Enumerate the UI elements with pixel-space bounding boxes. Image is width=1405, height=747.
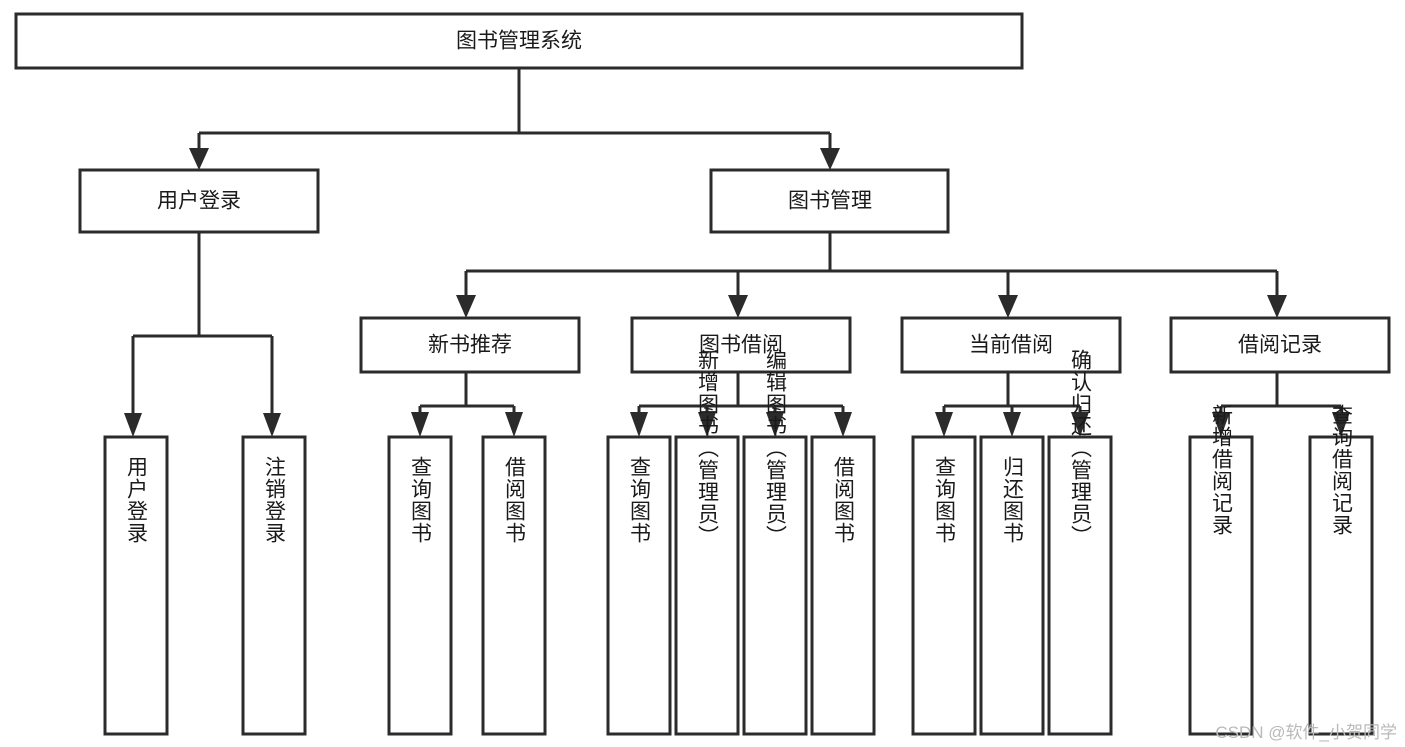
- arrow-head-icon: [728, 295, 748, 318]
- node-leaf[interactable]: 查询图书: [911, 435, 977, 736]
- node-leaf-label: 注销登录: [263, 456, 287, 544]
- node-leaf-label: 借阅图书: [832, 456, 856, 544]
- node-leaf-label: 编辑图书（管理员）: [764, 349, 788, 547]
- node-root-label: 图书管理系统: [456, 30, 582, 53]
- node-user-login[interactable]: 用户登录: [78, 168, 320, 234]
- node-leaf[interactable]: 归还图书: [979, 435, 1045, 736]
- node-root-box[interactable]: [14, 12, 1024, 70]
- node-borrow-record-label: 借阅记录: [1238, 334, 1322, 357]
- node-leaf[interactable]: 新增借阅记录: [1188, 404, 1254, 736]
- arrow-head-icon: [935, 412, 953, 437]
- node-leaf-box[interactable]: [911, 435, 977, 736]
- arrow-head-icon: [124, 413, 142, 437]
- node-leaf-box[interactable]: [1188, 435, 1254, 736]
- node-leaf-box[interactable]: [241, 435, 307, 736]
- node-leaf-box[interactable]: [810, 435, 876, 736]
- node-root[interactable]: 图书管理系统: [14, 12, 1024, 70]
- node-book-borrow-box[interactable]: [630, 316, 852, 374]
- node-leaf-box[interactable]: [742, 435, 808, 736]
- arrow-head-icon: [263, 413, 281, 437]
- arrow-head-icon: [189, 148, 209, 170]
- arrow-head-icon: [698, 412, 716, 437]
- arrow-head-icon: [834, 412, 852, 437]
- node-leaf-box[interactable]: [979, 435, 1045, 736]
- node-user-login-box[interactable]: [78, 168, 320, 234]
- arrow-head-icon: [1212, 412, 1230, 437]
- node-leaf-box[interactable]: [606, 435, 672, 736]
- node-new-book-recommend-box[interactable]: [359, 316, 581, 374]
- node-book-management-box[interactable]: [709, 168, 950, 234]
- node-leaf-box[interactable]: [481, 435, 547, 736]
- node-leaf-label: 借阅图书: [503, 456, 527, 544]
- node-leaf[interactable]: 查询图书: [606, 435, 672, 736]
- node-current-borrow-label: 当前借阅: [969, 334, 1053, 357]
- node-leaf-label: 新增借阅记录: [1210, 404, 1234, 536]
- node-leaf[interactable]: 注销登录: [241, 435, 307, 736]
- node-leaf-label: 查询借阅记录: [1330, 404, 1354, 536]
- node-leaf[interactable]: 新增图书（管理员）: [674, 349, 740, 736]
- arrow-head-icon: [1003, 412, 1021, 437]
- node-new-book-recommend[interactable]: 新书推荐: [359, 316, 581, 374]
- node-leaf[interactable]: 查询借阅记录: [1308, 404, 1374, 736]
- arrow-head-icon: [766, 412, 784, 437]
- node-current-borrow[interactable]: 当前借阅: [900, 316, 1122, 374]
- node-current-borrow-box[interactable]: [900, 316, 1122, 374]
- node-leaf[interactable]: 借阅图书: [481, 435, 547, 736]
- connector-layer: [124, 68, 1350, 437]
- node-book-management-label: 图书管理: [788, 190, 872, 213]
- node-leaf-box[interactable]: [387, 435, 453, 736]
- node-leaf[interactable]: 确认归还（管理员）: [1047, 349, 1113, 736]
- node-leaf-label: 查询图书: [628, 456, 652, 544]
- arrow-head-icon: [998, 295, 1018, 318]
- node-leaf-label: 查询图书: [409, 456, 433, 544]
- node-leaf-box[interactable]: [1047, 435, 1113, 736]
- node-leaf-label: 查询图书: [933, 456, 957, 544]
- arrow-head-icon: [1332, 412, 1350, 437]
- node-leaf[interactable]: 用户登录: [103, 435, 169, 736]
- node-book-management[interactable]: 图书管理: [709, 168, 950, 234]
- arrow-head-icon: [456, 295, 476, 318]
- node-leaf-box[interactable]: [674, 435, 740, 736]
- node-borrow-record[interactable]: 借阅记录: [1169, 316, 1391, 374]
- node-leaf-box[interactable]: [103, 435, 169, 736]
- node-leaf-label: 新增图书（管理员）: [696, 349, 720, 547]
- node-leaf-label: 用户登录: [125, 456, 149, 544]
- node-leaf[interactable]: 查询图书: [387, 435, 453, 736]
- arrow-head-icon: [820, 148, 840, 170]
- node-leaf-box[interactable]: [1308, 435, 1374, 736]
- node-leaf[interactable]: 借阅图书: [810, 435, 876, 736]
- arrow-head-icon: [505, 412, 523, 437]
- arrow-head-icon: [1267, 295, 1287, 318]
- node-user-login-label: 用户登录: [157, 190, 241, 213]
- node-book-borrow-label: 图书借阅: [699, 334, 783, 357]
- node-book-borrow[interactable]: 图书借阅: [630, 316, 852, 374]
- arrow-head-icon: [411, 412, 429, 437]
- node-borrow-record-box[interactable]: [1169, 316, 1391, 374]
- arrow-head-icon: [1071, 412, 1089, 437]
- node-leaf-label: 确认归还（管理员）: [1069, 349, 1093, 547]
- node-leaf[interactable]: 编辑图书（管理员）: [742, 349, 808, 736]
- node-new-book-recommend-label: 新书推荐: [428, 334, 512, 357]
- node-leaf-label: 归还图书: [1001, 456, 1025, 544]
- arrow-head-icon: [630, 412, 648, 437]
